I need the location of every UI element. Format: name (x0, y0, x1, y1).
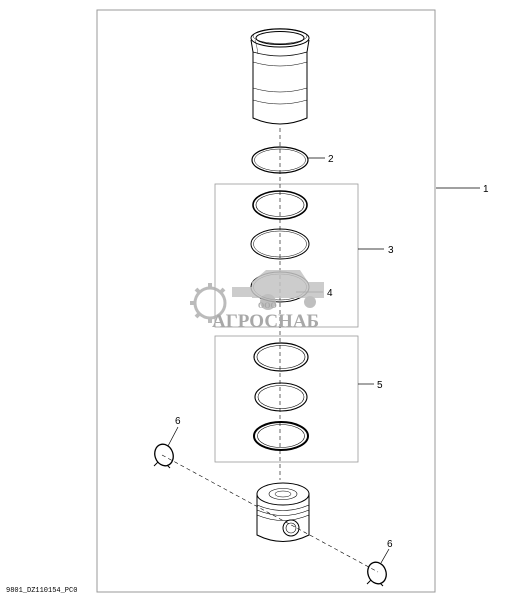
piston-ring-5a (253, 342, 309, 372)
piston-ring-5c (253, 421, 309, 451)
cylinder-liner (250, 28, 310, 125)
watermark-prefix: ООО (258, 301, 277, 310)
piston-ring-5b (254, 382, 308, 412)
watermark-logo (190, 270, 324, 323)
snap-ring-bottom (366, 561, 387, 587)
piston-ring-middle (250, 228, 310, 260)
callout-1: 1 (483, 184, 489, 195)
piston (256, 482, 310, 542)
seal-ring-2 (251, 146, 309, 174)
pin-axis (161, 454, 379, 573)
callout-4: 4 (327, 288, 333, 299)
group-box-5 (214, 335, 359, 463)
harvester-icon (232, 270, 324, 310)
gear-icon (190, 283, 227, 323)
figure-reference: 9801_DZ110154_PC0 (6, 587, 77, 595)
group-box-3 (214, 183, 359, 328)
diagram-frame (96, 9, 436, 593)
watermark-name: АГРОСНАБ (212, 311, 319, 332)
callout-3: 3 (388, 245, 394, 256)
callout-6-top: 6 (175, 416, 181, 427)
snap-ring-top (153, 443, 174, 469)
callout-6-bottom: 6 (387, 539, 393, 550)
callout-2: 2 (328, 154, 334, 165)
piston-ring-top (252, 190, 308, 220)
callout-5: 5 (377, 380, 383, 391)
